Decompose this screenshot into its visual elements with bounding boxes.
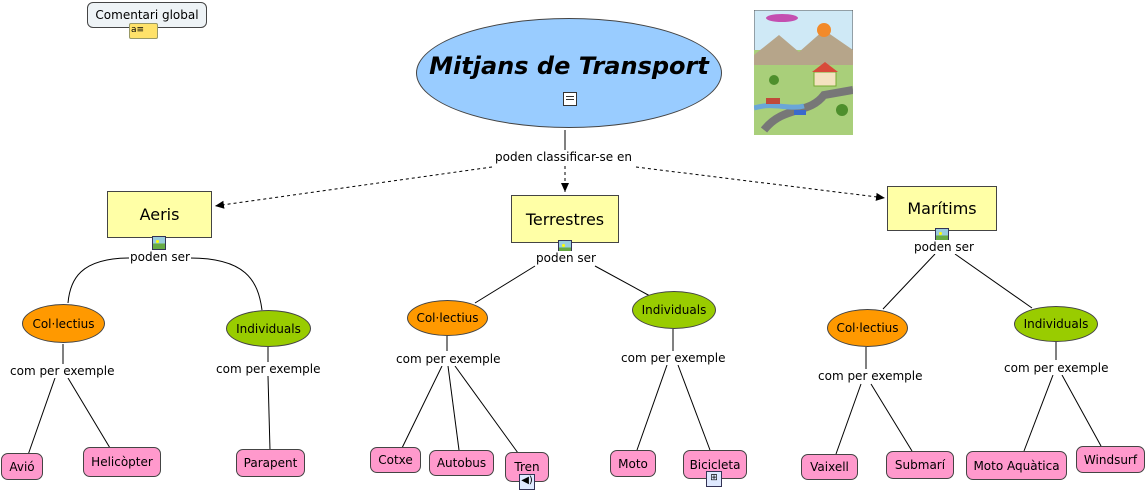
main-concept[interactable]: Mitjans de Transport [416, 18, 722, 128]
link-com-per-exemple-aeris-collectius: com per exemple [9, 364, 116, 378]
link-com-per-exemple-terrestres-collectius: com per exemple [395, 352, 502, 366]
sound-icon[interactable]: ◀) [519, 474, 535, 490]
link-com-per-exemple-aeris-individuals: com per exemple [215, 362, 322, 376]
concept-collectius-terrestres[interactable]: Col·lectius [407, 300, 488, 336]
concept-collectius-maritims[interactable]: Col·lectius [827, 309, 908, 347]
comment-icon[interactable]: a≡ [129, 23, 158, 39]
concept-individuals-maritims[interactable]: Individuals [1014, 306, 1098, 342]
link-poden-ser-terrestres: poden ser [535, 251, 597, 265]
leaf-avio[interactable]: Avió [1, 453, 43, 480]
transport-illustration[interactable] [754, 10, 853, 135]
link-com-per-exemple-terrestres-individuals: com per exemple [620, 351, 727, 365]
concept-individuals-aeris[interactable]: Individuals [226, 310, 311, 347]
concept-collectius-aeris[interactable]: Col·lectius [22, 304, 105, 343]
concept-aeris[interactable]: Aeris [107, 191, 212, 238]
link-com-per-exemple-maritims-individuals: com per exemple [1003, 361, 1110, 375]
leaf-helicopter[interactable]: Helicòpter [83, 447, 161, 477]
concept-maritims[interactable]: Marítims [887, 186, 997, 231]
main-concept-label: Mitjans de Transport [429, 52, 709, 80]
leaf-cotxe[interactable]: Cotxe [370, 447, 421, 473]
leaf-windsurf[interactable]: Windsurf [1076, 446, 1145, 473]
link-com-per-exemple-maritims-collectius: com per exemple [817, 369, 924, 383]
leaf-moto[interactable]: Moto [610, 450, 656, 477]
document-icon[interactable] [563, 92, 577, 106]
concept-terrestres[interactable]: Terrestres [511, 195, 619, 243]
image-icon[interactable] [152, 236, 166, 250]
leaf-parapent[interactable]: Parapent [236, 449, 305, 477]
link-poden-classificar: poden classificar-se en [494, 150, 633, 164]
concept-individuals-terrestres[interactable]: Individuals [632, 291, 716, 329]
image-icon[interactable] [935, 228, 949, 242]
leaf-submari[interactable]: Submarí [886, 451, 954, 479]
leaf-vaixell[interactable]: Vaixell [801, 454, 858, 480]
concept-map-icon[interactable]: ⊞ [706, 471, 722, 487]
leaf-autobus[interactable]: Autobus [429, 450, 494, 476]
leaf-moto-aquatica[interactable]: Moto Aquàtica [966, 451, 1067, 480]
link-poden-ser-aeris: poden ser [129, 250, 191, 264]
link-poden-ser-maritims: poden ser [913, 240, 975, 254]
